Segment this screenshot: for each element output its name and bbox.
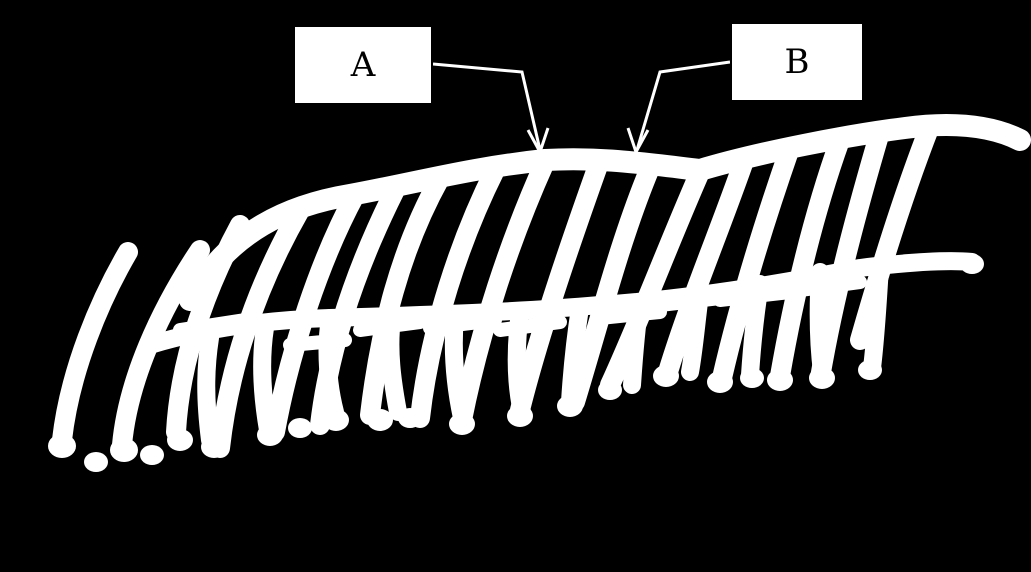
- arrow-b: [637, 62, 730, 150]
- label-a-text: A: [351, 45, 376, 85]
- pointer-arrows: [433, 62, 730, 152]
- arrow-a: [433, 64, 540, 150]
- label-b-text: B: [785, 42, 810, 82]
- label-b: B: [730, 22, 864, 102]
- arrowhead-b: [628, 128, 648, 152]
- label-a: A: [293, 25, 433, 105]
